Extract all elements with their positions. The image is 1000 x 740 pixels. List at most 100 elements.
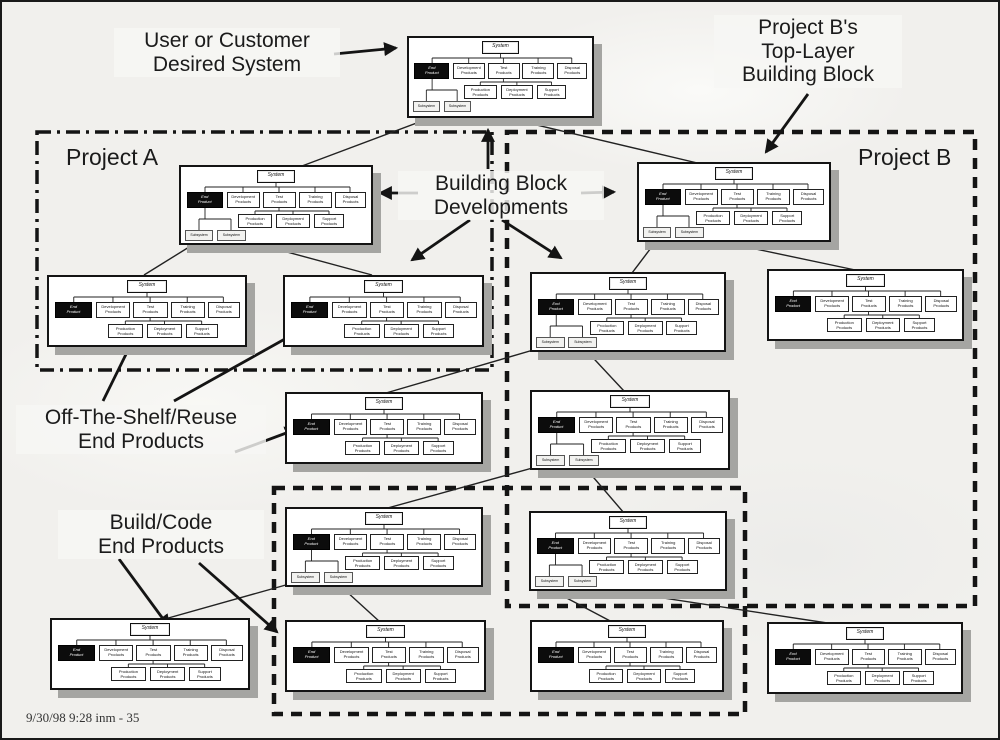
product-box: Development Products xyxy=(577,538,612,554)
mini-tree-lines xyxy=(656,180,809,227)
product-box: Disposal Products xyxy=(207,302,241,318)
mini-tree-lines xyxy=(311,410,461,441)
product-box: Development Products xyxy=(578,299,612,315)
product-box: Development Products xyxy=(815,649,849,665)
product-box: Support Products xyxy=(314,214,345,228)
arrow-ots-right xyxy=(173,328,303,403)
end-product-box: End Product xyxy=(292,647,331,663)
project-a-top-block: System End Product Development Products … xyxy=(179,165,373,245)
end-product-box: End Product xyxy=(186,192,223,208)
slide-footer-stamp: 9/30/98 9:28 inm - 35 xyxy=(26,710,140,725)
end-product-box: End Product xyxy=(536,538,574,554)
product-box: Deployment Products xyxy=(627,669,662,683)
end-product-box: End Product xyxy=(537,417,576,433)
product-box: Test Products xyxy=(370,419,405,435)
product-box: Disposal Products xyxy=(444,534,477,550)
project-b-row3-block: System End Product Development Products … xyxy=(530,390,730,470)
product-box: Development Products xyxy=(96,302,131,318)
product-box: Disposal Products xyxy=(690,417,724,433)
product-box: Production Products xyxy=(589,560,625,574)
arrow-bc-left xyxy=(117,558,171,629)
mini-tree-lines xyxy=(548,529,705,576)
label-off-the-shelf: Off-The-Shelf/Reuse End Products xyxy=(16,405,266,455)
product-box: Training Products xyxy=(651,299,685,315)
mini-tree-lines xyxy=(425,54,573,101)
subsystem-box: Subsystem xyxy=(184,230,214,241)
end-product-box: End Product xyxy=(774,296,812,312)
product-box: Production Products xyxy=(696,211,731,225)
product-box: Production Products xyxy=(345,556,381,570)
product-box: Support Products xyxy=(772,211,803,225)
end-product-box: End Product xyxy=(537,299,575,315)
product-box: Test Products xyxy=(720,189,754,205)
product-box: Deployment Products xyxy=(385,669,421,683)
subsystem-box: Subsystem xyxy=(535,337,565,348)
bottom-leaf-block-4: System End Product Development Products … xyxy=(767,622,963,694)
product-box: Test Products xyxy=(369,302,405,318)
product-box: Training Products xyxy=(407,534,442,550)
product-box: Disposal Products xyxy=(444,302,478,318)
label-user-desired-system: User or Customer Desired System xyxy=(114,28,340,78)
mini-tree-lines xyxy=(792,287,942,318)
product-box: Production Products xyxy=(344,324,380,338)
end-product-box: End Product xyxy=(54,302,93,318)
product-box: Production Products xyxy=(110,667,147,681)
mini-tree-lines xyxy=(304,525,461,572)
system-box: System xyxy=(257,170,295,183)
end-product-box: End Product xyxy=(774,649,812,665)
product-box: Development Products xyxy=(684,189,718,205)
arrow-project-b-top xyxy=(764,93,810,154)
product-box: Production Products xyxy=(107,324,144,338)
system-box: System xyxy=(610,395,650,408)
product-box: Deployment Products xyxy=(500,85,534,99)
product-box: Production Products xyxy=(463,85,497,99)
product-box: Support Products xyxy=(422,324,455,338)
bottom-leaf-block-2: System End Product Development Products … xyxy=(285,620,486,692)
subsystem-box: Subsystem xyxy=(534,576,564,587)
product-box: Disposal Products xyxy=(925,296,958,312)
end-product-box: End Product xyxy=(537,647,574,663)
system-box: System xyxy=(364,512,404,525)
mini-tree-lines xyxy=(311,638,463,669)
end-product-box: End Product xyxy=(290,302,329,318)
product-box: Development Products xyxy=(226,192,260,208)
project-b-border xyxy=(504,129,978,609)
product-box: Disposal Products xyxy=(688,538,721,554)
product-box: Support Products xyxy=(669,439,701,453)
product-box: Disposal Products xyxy=(685,647,718,663)
product-box: Support Products xyxy=(424,669,457,683)
end-product-box: End Product xyxy=(414,63,450,79)
product-box: Training Products xyxy=(756,189,791,205)
product-box: Deployment Products xyxy=(276,214,311,228)
mini-tree-lines xyxy=(309,293,461,324)
label-build-code: Build/Code End Products xyxy=(58,510,264,560)
system-box: System xyxy=(608,516,648,529)
product-box: Training Products xyxy=(888,296,923,312)
product-box: Deployment Products xyxy=(384,441,419,455)
product-box: Development Products xyxy=(452,63,485,79)
system-box: System xyxy=(845,627,885,640)
product-box: Support Products xyxy=(666,560,698,574)
label-project-a: Project A xyxy=(66,144,159,170)
product-box: Test Products xyxy=(262,192,296,208)
system-box: System xyxy=(127,280,167,293)
product-box: Deployment Products xyxy=(734,211,769,225)
project-b-mid-right-block: System End Product Development Products … xyxy=(767,269,964,341)
system-box: System xyxy=(364,397,404,410)
product-box: Training Products xyxy=(653,417,688,433)
product-box: Training Products xyxy=(409,647,444,663)
project-a-border xyxy=(35,130,494,372)
end-product-box: End Product xyxy=(57,645,96,661)
product-box: Training Products xyxy=(298,192,333,208)
product-box: Deployment Products xyxy=(147,324,183,338)
product-box: Production Products xyxy=(345,441,381,455)
product-box: Production Products xyxy=(238,214,273,228)
product-box: Deployment Products xyxy=(628,560,663,574)
product-box: Test Products xyxy=(614,299,649,315)
subsystem-box: Subsystem xyxy=(412,101,441,112)
product-box: Development Products xyxy=(579,417,614,433)
system-box: System xyxy=(846,274,885,287)
mini-tree-lines xyxy=(792,640,941,671)
product-box: Development Products xyxy=(333,419,368,435)
